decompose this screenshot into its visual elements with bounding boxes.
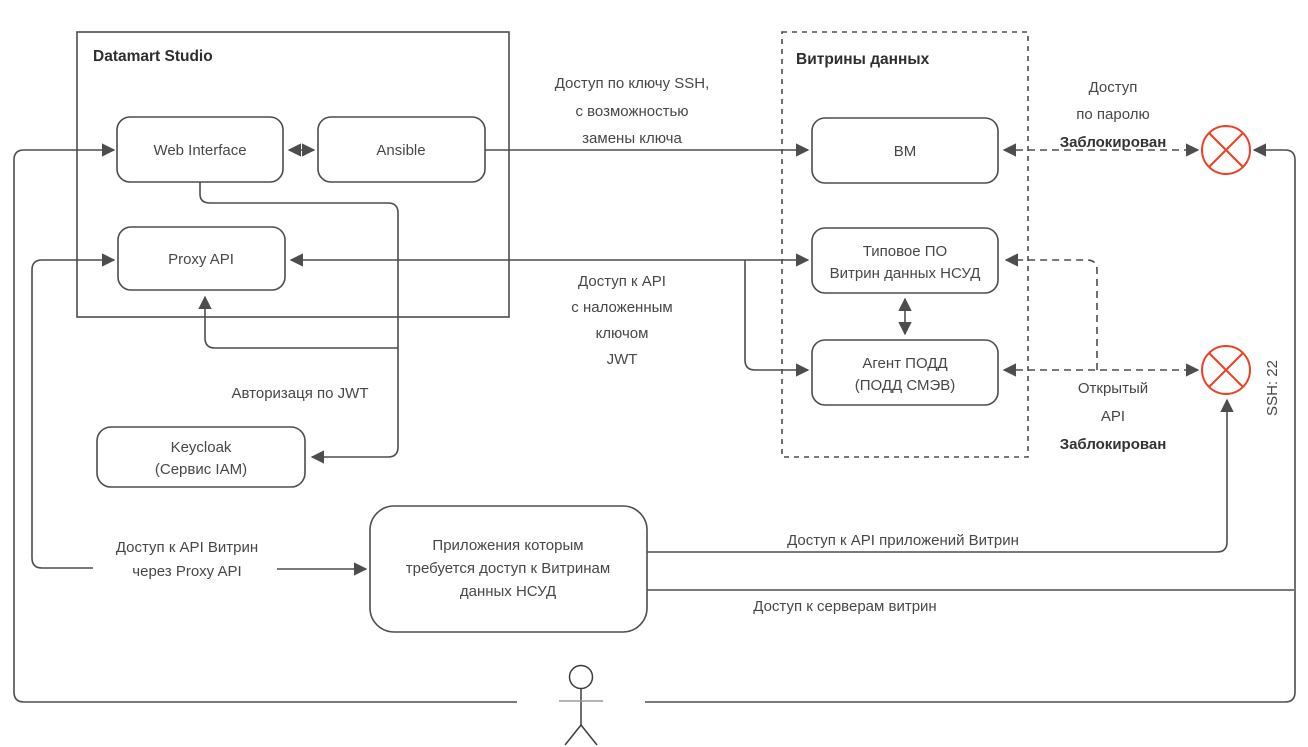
node-keycloak [96, 426, 306, 488]
edge-blocked-open-api-to-tipovoe [1004, 253, 1098, 370]
vitrina-dannyh-container [781, 31, 1029, 458]
ssh-key-label-line2: с возможностью [575, 103, 688, 120]
keycloak-label-line1: Keycloak [171, 439, 232, 456]
vm-label: ВМ [894, 143, 917, 160]
node-apps [369, 505, 648, 633]
password-blocked-label: Заблокирован [1060, 134, 1167, 151]
agent-podd-label-line2: (ПОДД СМЭВ) [855, 377, 956, 394]
open-api-label-line1: Открытый [1078, 380, 1148, 397]
datamart-studio-title: Datamart Studio [93, 48, 213, 65]
api-jwt-label-line3: ключом [596, 325, 649, 342]
edge-web-interface-to-keycloak [199, 182, 399, 464]
servers-access-label: Доступ к серверам витрин [753, 598, 936, 615]
apps-api-access-label: Доступ к API приложений Витрин [787, 532, 1019, 549]
edge-apps-to-proxy-api [31, 253, 116, 569]
proxy-api-label: Proxy API [168, 251, 234, 268]
proxy-access-label-line1: Доступ к API Витрин [116, 539, 258, 556]
web-interface-label: Web Interface [153, 142, 246, 159]
api-jwt-label-line1: Доступ к API [578, 273, 666, 290]
edge-proxy-api-agent-podd [744, 260, 810, 377]
node-tipovoe-po [811, 227, 999, 294]
blocked-open-api-icon [1201, 345, 1251, 395]
tipovoe-po-label-line1: Типовое ПО [863, 243, 947, 260]
datamart-studio-container [76, 31, 510, 318]
edge-apps-api-to-blocked-bottom [647, 398, 1234, 553]
open-api-blocked-label: Заблокирован [1060, 436, 1167, 453]
node-proxy-api [117, 226, 286, 291]
apps-label-line1: Приложения которым [432, 537, 583, 554]
node-agent-podd [811, 339, 999, 406]
edge-jwt-to-proxy-api-bottom [198, 295, 398, 349]
edge-user-to-web-interface [13, 143, 517, 703]
edge-user-ssh-to-blocked-top [645, 143, 1296, 703]
node-web-interface [116, 116, 284, 183]
ssh-key-label-line1: Доступ по ключу SSH, [555, 75, 710, 92]
password-label-line2: по паролю [1076, 106, 1149, 123]
agent-podd-label-line1: Агент ПОДД [862, 355, 947, 372]
password-label-line1: Доступ [1089, 79, 1138, 96]
jwt-auth-label: Авторизаця по JWT [232, 385, 369, 402]
keycloak-label-line2: (Сервис IAM) [155, 461, 247, 478]
ssh-port-label: SSH: 22 [1264, 360, 1281, 416]
api-jwt-label-line2: с наложенным [571, 299, 672, 316]
api-jwt-label-line4: JWT [607, 351, 638, 368]
node-ansible [317, 116, 486, 183]
tipovoe-po-label-line2: Витрин данных НСУД [830, 265, 981, 282]
proxy-access-label-line2: через Proxy API [132, 563, 241, 580]
apps-label-line3: данных НСУД [460, 583, 556, 600]
apps-label-line2: требуется доступ к Витринам [406, 560, 610, 577]
node-vm [811, 117, 999, 184]
open-api-label-line2: API [1101, 408, 1125, 425]
ansible-label: Ansible [376, 142, 425, 159]
blocked-password-icon [1201, 125, 1251, 175]
user-actor-icon [559, 664, 603, 746]
vitrina-dannyh-title: Витрины данных [796, 51, 930, 68]
ssh-key-label-line3: замены ключа [582, 130, 682, 147]
